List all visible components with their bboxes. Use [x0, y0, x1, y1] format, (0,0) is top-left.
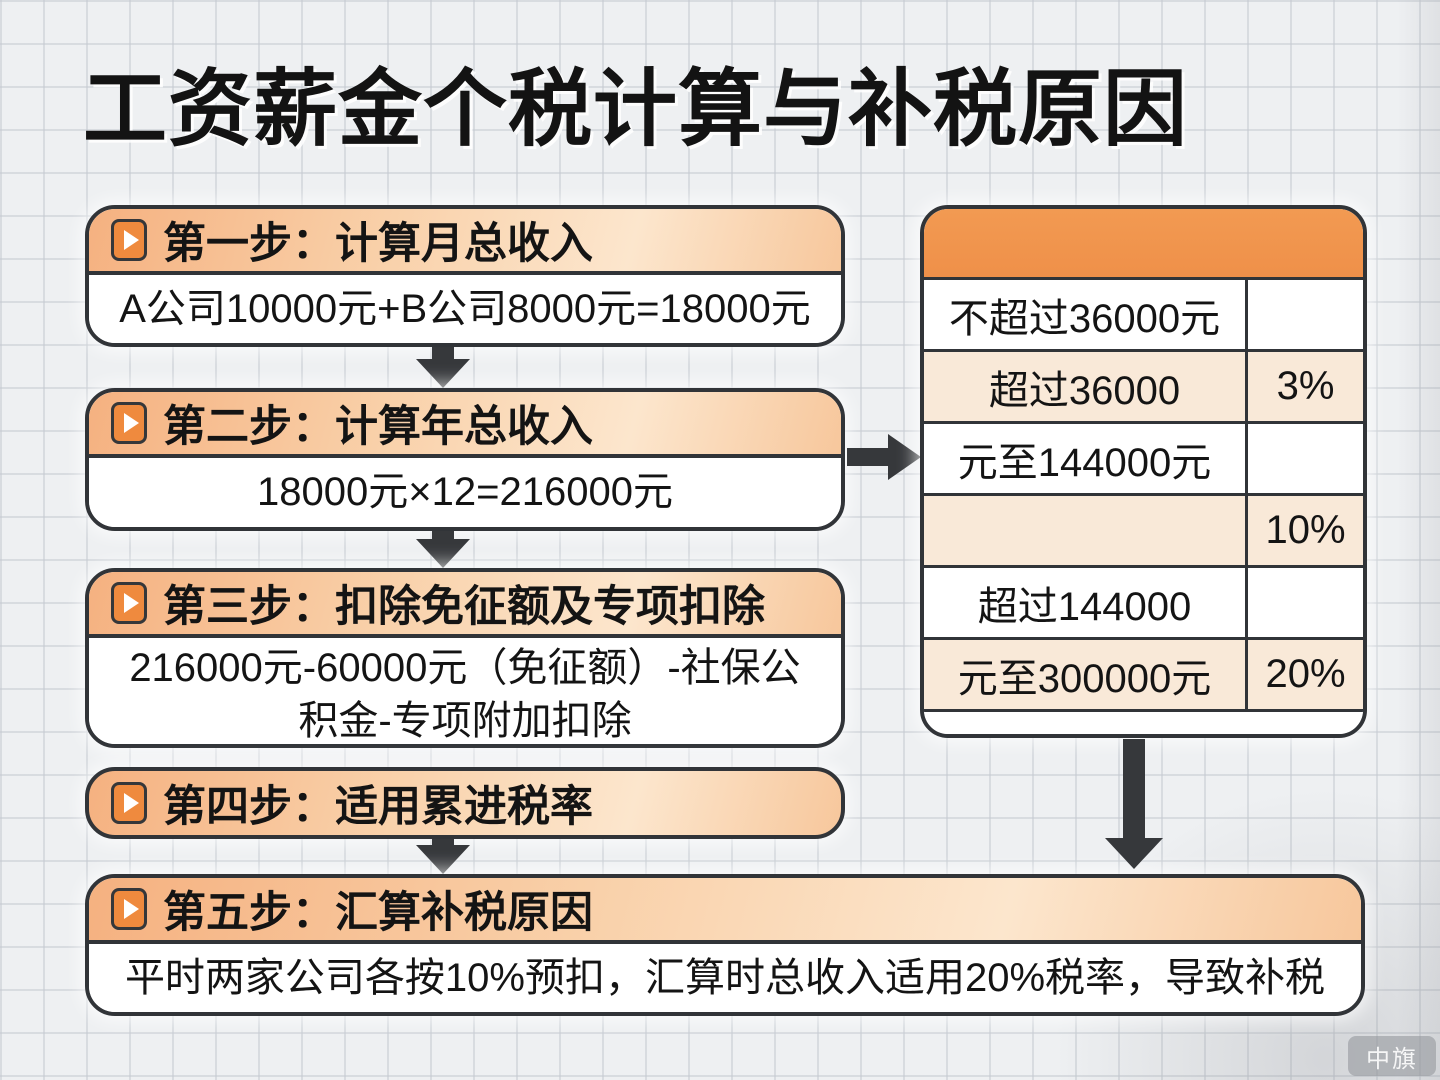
- bracket-cell: [924, 496, 1245, 565]
- table-footer-band: [924, 709, 1363, 734]
- step-1-box: 第一步：计算月总收入 A公司10000元+B公司8000元=18000元: [85, 205, 845, 347]
- step-5-label: 第五步：汇算补税原因: [163, 889, 593, 937]
- step-1-label: 第一步：计算月总收入: [163, 220, 593, 268]
- page-title: 工资薪金个税计算与补税原因: [83, 62, 1189, 156]
- rate-cell: [1245, 280, 1363, 349]
- play-icon: [111, 582, 147, 624]
- step-4-box: 第四步：适用累进税率: [85, 767, 845, 839]
- step-5-box: 第五步：汇算补税原因 平时两家公司各按10%预扣，汇算时总收入适用20%税率，导…: [85, 874, 1365, 1016]
- arrow-step4-to-step5: [416, 839, 470, 874]
- tax-rate-table: 不超过36000元 超过36000 3% 元至144000元 10% 超过144…: [920, 205, 1367, 738]
- rate-cell: [1245, 424, 1363, 493]
- step-2-detail: 18000元×12=216000元: [89, 458, 841, 527]
- play-icon: [111, 402, 147, 444]
- play-icon: [111, 888, 147, 930]
- arrow-shaft: [432, 347, 454, 359]
- step-4-header: 第四步：适用累进税率: [89, 771, 841, 835]
- bracket-cell: 元至144000元: [957, 440, 1212, 485]
- step-3-label: 第三步：扣除免征额及专项扣除: [163, 583, 765, 631]
- step-1-header: 第一步：计算月总收入: [89, 209, 841, 275]
- step-3-detail: 216000元-60000元（免征额）-社保公积金-专项附加扣除: [89, 638, 841, 744]
- arrow-step2-to-table: [847, 434, 921, 480]
- step-5-header: 第五步：汇算补税原因: [89, 878, 1361, 944]
- rate-cell: 20%: [1245, 640, 1363, 709]
- rate-cell: 10%: [1245, 496, 1363, 565]
- step-3-header: 第三步：扣除免征额及专项扣除: [89, 572, 841, 638]
- arrow-head: [416, 539, 470, 568]
- arrow-shaft: [432, 531, 454, 539]
- bracket-cell: 元至300000元: [957, 656, 1212, 701]
- step-3-box: 第三步：扣除免征额及专项扣除 216000元-60000元（免征额）-社保公积金…: [85, 568, 845, 748]
- arrow-shaft: [847, 448, 888, 466]
- arrow-step1-to-step2: [416, 347, 470, 388]
- bracket-cell: 超过36000: [988, 368, 1181, 413]
- step-5-detail: 平时两家公司各按10%预扣，汇算时总收入适用20%税率，导致补税: [89, 944, 1361, 1012]
- table-row: 元至144000元: [924, 421, 1363, 493]
- arrow-shaft: [1123, 739, 1145, 838]
- play-icon: [111, 782, 147, 824]
- arrow-head: [888, 434, 921, 480]
- rate-cell: [1245, 568, 1363, 637]
- arrow-head: [1105, 838, 1163, 869]
- play-icon: [111, 219, 147, 261]
- table-row: 超过36000 3%: [924, 349, 1363, 421]
- bracket-cell: 不超过36000元: [948, 296, 1221, 341]
- table-row: 不超过36000元: [924, 277, 1363, 349]
- arrow-shaft: [432, 839, 454, 845]
- step-2-label: 第二步：计算年总收入: [163, 403, 593, 451]
- arrow-head: [416, 845, 470, 874]
- bracket-cell: 超过144000: [977, 584, 1192, 629]
- table-row: 超过144000: [924, 565, 1363, 637]
- table-row: 10%: [924, 493, 1363, 565]
- step-1-detail: A公司10000元+B公司8000元=18000元: [89, 275, 841, 343]
- table-row: 元至300000元 20%: [924, 637, 1363, 709]
- arrow-head: [416, 359, 470, 388]
- arrow-table-to-step5: [1105, 739, 1163, 869]
- table-header-band: [924, 209, 1363, 277]
- step-2-header: 第二步：计算年总收入: [89, 392, 841, 458]
- arrow-step2-to-step3: [416, 531, 470, 568]
- watermark-badge: 中旗: [1348, 1036, 1436, 1076]
- rate-cell: 3%: [1245, 352, 1363, 421]
- step-2-box: 第二步：计算年总收入 18000元×12=216000元: [85, 388, 845, 531]
- step-4-label: 第四步：适用累进税率: [163, 783, 593, 831]
